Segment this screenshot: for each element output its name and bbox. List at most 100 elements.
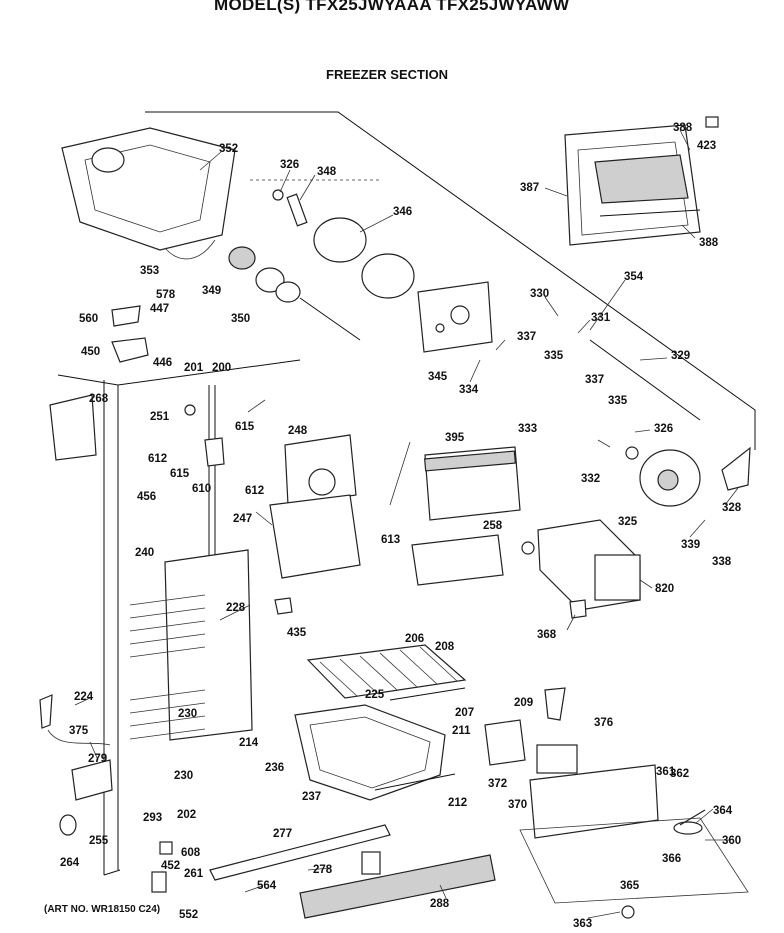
callout: 334 bbox=[459, 384, 479, 396]
callout: 328 bbox=[722, 502, 742, 514]
callout: 452 bbox=[161, 860, 180, 872]
callout: 247 bbox=[233, 513, 252, 525]
callout: 255 bbox=[89, 835, 109, 847]
callout: 212 bbox=[448, 797, 467, 809]
callout: 360 bbox=[722, 835, 741, 847]
callout: 329 bbox=[671, 350, 690, 362]
callout: 610 bbox=[192, 483, 211, 495]
callout: 288 bbox=[430, 898, 450, 910]
callout: 207 bbox=[455, 707, 474, 719]
callout: 331 bbox=[591, 312, 611, 324]
callout: 372 bbox=[488, 778, 507, 790]
callout: 348 bbox=[317, 166, 337, 178]
callout: 325 bbox=[618, 516, 638, 528]
callout: 333 bbox=[518, 423, 537, 435]
drain-pan-area bbox=[484, 719, 749, 904]
callout: 552 bbox=[179, 909, 198, 921]
callout: 368 bbox=[537, 629, 557, 641]
callout: 335 bbox=[544, 350, 564, 362]
callout: 338 bbox=[712, 556, 732, 568]
callout: 613 bbox=[381, 534, 400, 546]
callout: 345 bbox=[428, 371, 448, 383]
callout: 251 bbox=[150, 411, 170, 423]
callout: 447 bbox=[150, 303, 169, 315]
ice-maker-820 bbox=[521, 519, 641, 611]
callout: 201 bbox=[184, 362, 204, 374]
callout: 326 bbox=[654, 423, 673, 435]
callout: 237 bbox=[302, 791, 321, 803]
callout: 354 bbox=[624, 271, 644, 283]
callout: 264 bbox=[60, 857, 80, 869]
callout: 209 bbox=[514, 697, 533, 709]
callout: 337 bbox=[585, 374, 604, 386]
callout: 375 bbox=[69, 725, 89, 737]
callout: 208 bbox=[435, 641, 455, 653]
small-parts bbox=[39, 305, 706, 919]
dispenser-door bbox=[564, 116, 719, 246]
freezer-bin-211 bbox=[294, 704, 456, 801]
callout: 335 bbox=[608, 395, 628, 407]
callout: 349 bbox=[202, 285, 221, 297]
callout: 362 bbox=[670, 768, 689, 780]
evaporator-228 bbox=[129, 549, 253, 741]
callout: 206 bbox=[405, 633, 424, 645]
callout: 395 bbox=[445, 432, 465, 444]
callout: 615 bbox=[170, 468, 190, 480]
callout: 230 bbox=[174, 770, 193, 782]
callout: 352 bbox=[219, 143, 238, 155]
callout: 612 bbox=[245, 485, 264, 497]
callout: 225 bbox=[365, 689, 385, 701]
callout: 339 bbox=[681, 539, 700, 551]
rails bbox=[209, 824, 496, 919]
callout: 612 bbox=[148, 453, 167, 465]
dispenser-housing bbox=[269, 434, 521, 586]
callout: 261 bbox=[184, 868, 204, 880]
callout: 279 bbox=[88, 753, 107, 765]
callout: 456 bbox=[137, 491, 156, 503]
auger-parts bbox=[228, 179, 415, 341]
callout-labels: 352 326 348 346 388 423 387 388 353 349 … bbox=[60, 122, 742, 930]
callout: 423 bbox=[697, 140, 716, 152]
callout: 258 bbox=[483, 520, 503, 532]
callout: 388 bbox=[673, 122, 693, 134]
callout: 820 bbox=[655, 583, 674, 595]
callout: 450 bbox=[81, 346, 100, 358]
callout: 240 bbox=[135, 547, 154, 559]
callout: 230 bbox=[178, 708, 197, 720]
callout: 363 bbox=[573, 918, 592, 930]
wire-shelf-206 bbox=[306, 644, 467, 701]
leader-lines bbox=[74, 129, 739, 919]
callout: 578 bbox=[156, 289, 176, 301]
callout: 248 bbox=[288, 425, 308, 437]
section-title: FREEZER SECTION bbox=[326, 67, 449, 82]
callout: 330 bbox=[530, 288, 549, 300]
callout: 361 bbox=[656, 766, 676, 778]
ice-bucket-352 bbox=[61, 127, 236, 260]
callout: 332 bbox=[581, 473, 600, 485]
callout: 268 bbox=[89, 393, 109, 405]
callout: 228 bbox=[226, 602, 246, 614]
callout: 435 bbox=[287, 627, 307, 639]
callout: 364 bbox=[713, 805, 733, 817]
callout: 224 bbox=[74, 691, 94, 703]
callout: 293 bbox=[143, 812, 162, 824]
callout: 376 bbox=[594, 717, 613, 729]
callout: 236 bbox=[265, 762, 284, 774]
callout: 615 bbox=[235, 421, 255, 433]
cabinet-outline bbox=[57, 111, 756, 876]
callout: 278 bbox=[313, 864, 333, 876]
callout: 608 bbox=[181, 847, 201, 859]
callout: 202 bbox=[177, 809, 196, 821]
callout: 337 bbox=[517, 331, 536, 343]
callout: 214 bbox=[239, 737, 259, 749]
callout: 353 bbox=[140, 265, 159, 277]
callout: 564 bbox=[257, 880, 277, 892]
callout: 370 bbox=[508, 799, 527, 811]
callout: 388 bbox=[699, 237, 719, 249]
art-number: (ART NO. WR18150 C24) bbox=[44, 904, 161, 915]
callout: 211 bbox=[452, 725, 471, 737]
callout: 326 bbox=[280, 159, 299, 171]
model-title: MODEL(S) TFX25JWYAAA TFX25JWYAWW bbox=[214, 0, 570, 14]
callout: 350 bbox=[231, 313, 250, 325]
